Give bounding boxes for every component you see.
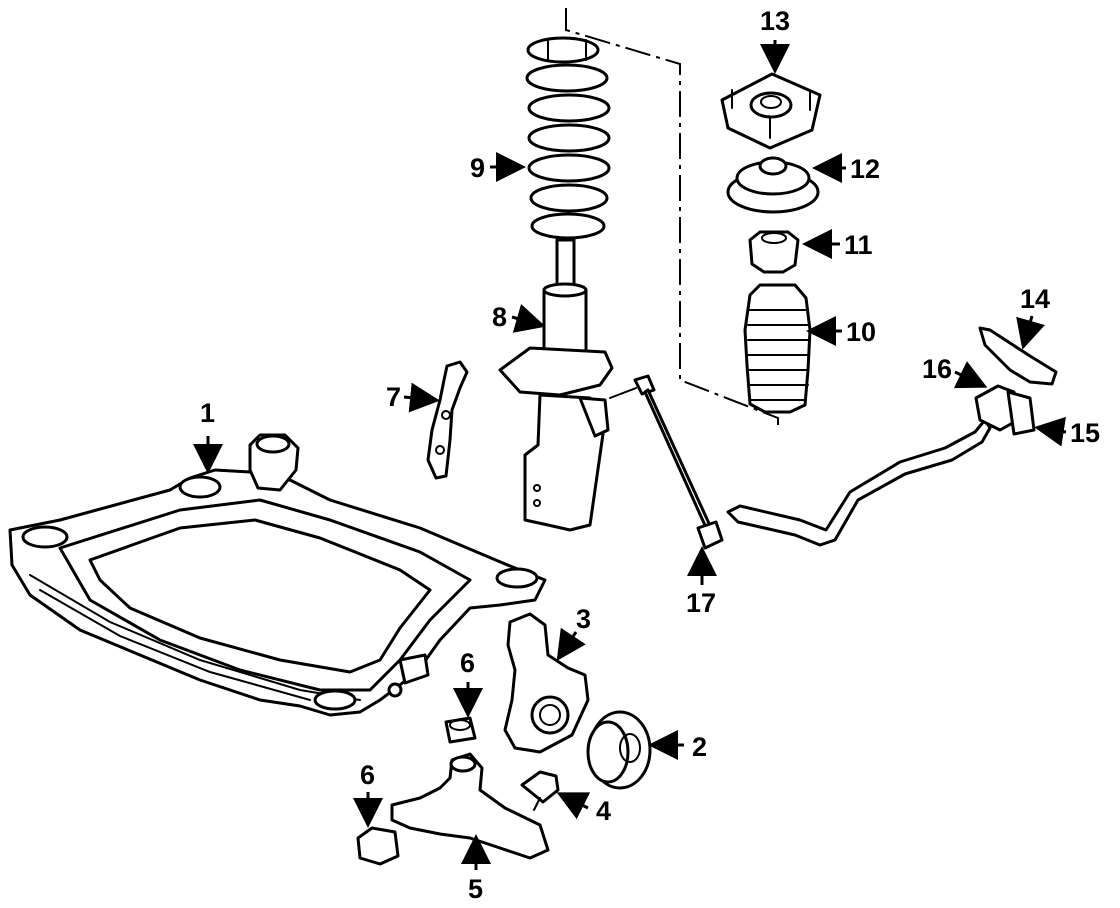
bushing-bracket xyxy=(978,326,1058,386)
callout-3: 3 xyxy=(576,604,591,634)
callout-7: 7 xyxy=(386,382,401,412)
stabilizer-link xyxy=(609,374,724,550)
spring-seat xyxy=(726,156,820,214)
bracket-part xyxy=(426,360,469,480)
bushing-upper xyxy=(444,716,477,744)
callout-14: 14 xyxy=(1020,284,1050,314)
leader-15 xyxy=(1034,416,1067,447)
leader-14 xyxy=(1016,315,1046,350)
strut-assembly xyxy=(498,238,614,532)
wheel-hub xyxy=(586,710,652,790)
callout-6-lower: 6 xyxy=(360,760,375,790)
coil-spring xyxy=(525,36,611,240)
stabilizer-bar xyxy=(726,418,992,547)
callout-6-upper: 6 xyxy=(460,648,475,678)
leader-7 xyxy=(403,382,440,413)
callout-13: 13 xyxy=(760,6,790,36)
bushing-lower xyxy=(356,826,400,866)
crossmember-subframe xyxy=(8,433,547,717)
callout-5: 5 xyxy=(468,874,483,904)
callout-labels: 1 2 3 4 5 6 6 7 8 9 10 11 12 13 14 15 16… xyxy=(200,6,1100,904)
callout-15: 15 xyxy=(1070,418,1100,448)
callout-17: 17 xyxy=(686,588,716,618)
leader-3 xyxy=(556,627,586,661)
callout-2: 2 xyxy=(692,732,707,762)
callout-12: 12 xyxy=(850,154,880,184)
bar-bushing xyxy=(974,384,1036,436)
leader-8 xyxy=(511,303,546,333)
callout-8: 8 xyxy=(492,302,507,332)
leader-lines xyxy=(193,40,1067,870)
leader-16 xyxy=(953,361,988,389)
callout-16: 16 xyxy=(922,354,952,384)
callout-11: 11 xyxy=(844,230,873,260)
dust-boot xyxy=(743,283,812,414)
callout-10: 10 xyxy=(846,317,876,347)
bump-stop xyxy=(748,230,800,274)
callout-9: 9 xyxy=(470,153,485,183)
sensor-part xyxy=(520,770,560,811)
callout-1: 1 xyxy=(200,398,215,428)
steering-knuckle xyxy=(503,612,590,754)
leader-4 xyxy=(556,792,591,820)
assembly-guide-line xyxy=(565,8,779,425)
lower-control-arm xyxy=(390,752,550,860)
upper-mount xyxy=(720,72,822,150)
callout-4: 4 xyxy=(596,796,611,826)
